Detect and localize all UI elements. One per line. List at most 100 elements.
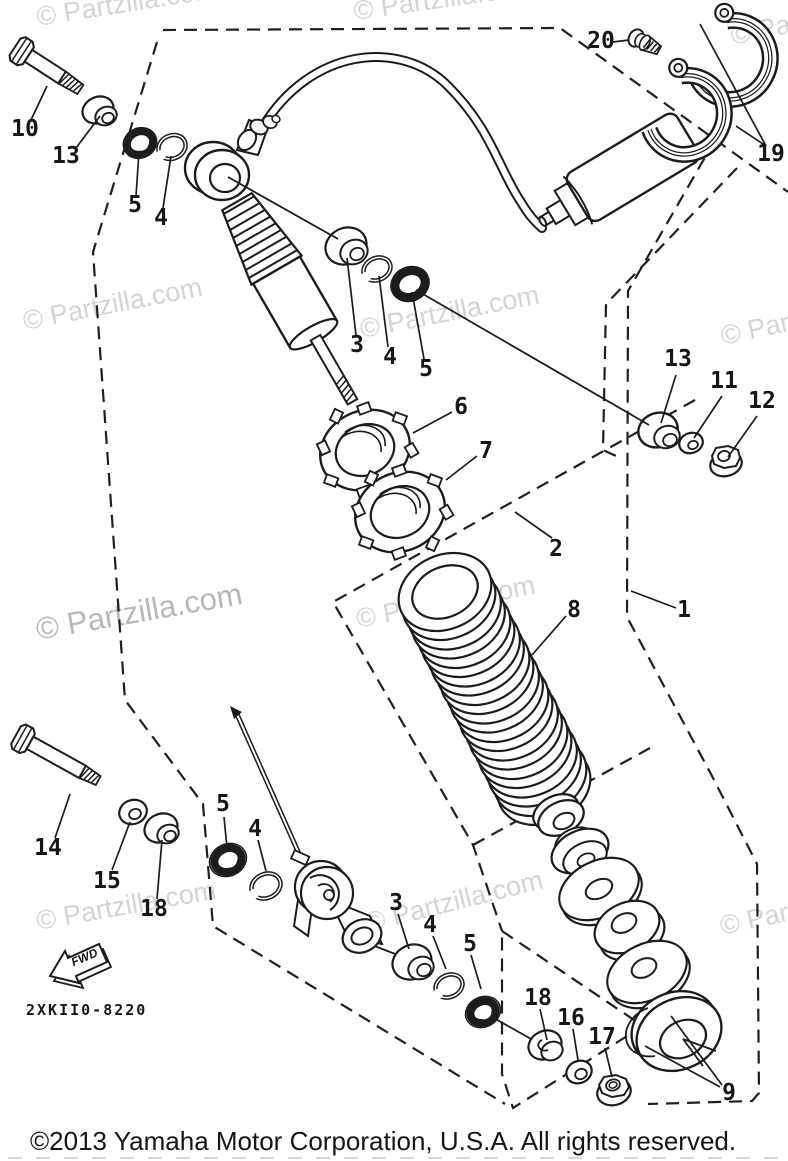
reservoir-hose	[257, 52, 547, 233]
callout-label-8-10: 8	[567, 597, 581, 623]
callout-label-4-5: 4	[383, 344, 397, 370]
shock-absorber	[220, 191, 359, 406]
reservoir-clamp-lower	[641, 57, 733, 163]
callout-label-4-23: 4	[423, 912, 437, 938]
callout-label-7-8: 7	[479, 438, 493, 464]
bearing-5-left	[208, 842, 248, 878]
reservoir	[538, 112, 700, 228]
callout-leader-line	[735, 125, 767, 147]
callout-leader-line	[162, 155, 172, 209]
callout-label-11-13: 11	[710, 368, 738, 394]
callout-leader-line	[660, 374, 677, 424]
callout-leader-line	[531, 615, 567, 656]
callout-leader-line	[257, 839, 267, 872]
washer-15	[118, 798, 148, 826]
callout-label-9-28: 9	[722, 1080, 736, 1106]
watermark-text: © Partzilla.com	[33, 576, 245, 647]
relay-arm	[292, 859, 384, 954]
bushing-3-lower	[391, 943, 435, 981]
callout-leader-line	[135, 151, 140, 197]
callout-leader-line	[727, 415, 758, 458]
coil-spring	[397, 551, 592, 827]
watermark-text: © Partzilla.com	[718, 284, 788, 351]
callout-label-3-22: 3	[389, 890, 403, 916]
watermark-text: © Partzilla.com	[34, 0, 218, 32]
callout-label-5-2: 5	[128, 192, 142, 218]
watermark-text: © Partzilla.com	[717, 874, 788, 941]
callout-label-14-17: 14	[34, 835, 62, 861]
callout-leader-line	[223, 816, 228, 849]
callout-label-4-3: 4	[154, 205, 168, 231]
callout-leader-line	[693, 395, 723, 439]
nut-12	[709, 444, 743, 478]
callout-leader-line	[111, 821, 131, 871]
bolt-10	[8, 36, 85, 96]
callout-leader-line	[411, 291, 425, 360]
spring-adjuster-nut-6	[315, 401, 420, 499]
spring-adjuster-nut-7	[350, 463, 455, 561]
washer-16	[565, 1059, 593, 1085]
callout-leader-line	[346, 257, 357, 336]
watermark-text: © Partzilla.com	[352, 0, 536, 26]
callout-label-13-12: 13	[664, 346, 692, 372]
nut-18-left	[143, 812, 180, 845]
callout-leader-line	[378, 275, 389, 348]
watermark-text: © Partzilla.com	[20, 272, 204, 336]
callout-leader-line	[75, 115, 101, 149]
callout-label-13-1: 13	[52, 143, 80, 169]
callout-leader-line	[445, 455, 478, 481]
washer-11	[678, 431, 704, 455]
banjo-fitting	[235, 114, 281, 157]
callout-leader-line	[30, 85, 48, 121]
bolt-14	[10, 723, 102, 787]
callout-leader-line	[572, 1028, 579, 1061]
callout-label-5-6: 5	[419, 356, 433, 382]
callout-label-4-21: 4	[248, 816, 262, 842]
callout-leader-line	[644, 1045, 721, 1088]
seal-5-topleft	[122, 126, 158, 160]
callout-leader-line	[156, 839, 163, 900]
shock-eye-mount	[183, 140, 251, 202]
circlip-4-topleft	[156, 132, 188, 162]
callout-label-20-15: 20	[587, 28, 615, 54]
collar-13-upper	[81, 95, 118, 127]
lower-mount-stack	[532, 793, 691, 1010]
drawing-number: 2XKII0-8220	[26, 1001, 147, 1019]
callout-label-16-26: 16	[557, 1005, 585, 1031]
circlip-4-upper	[361, 255, 393, 283]
callout-label-17-27: 17	[588, 1024, 616, 1050]
callout-label-5-20: 5	[216, 791, 230, 817]
callout-label-18-25: 18	[524, 985, 552, 1011]
nut-17	[596, 1073, 632, 1107]
callout-leader-line	[539, 1008, 548, 1041]
bearing-5-lower	[464, 995, 502, 1029]
callout-label-2-9: 2	[549, 536, 563, 562]
callout-label-18-19: 18	[140, 896, 168, 922]
circlip-4-left	[249, 871, 283, 901]
callout-label-1-11: 1	[677, 597, 691, 623]
callout-leader-line	[699, 23, 767, 147]
callout-label-15-18: 15	[93, 868, 121, 894]
callout-leader-line	[604, 1047, 613, 1078]
callout-leader-line	[630, 590, 677, 609]
circlip-4-lower	[433, 972, 465, 1000]
callout-leader-line	[54, 793, 71, 839]
callout-leader-line	[612, 39, 630, 43]
group-boundary-dashed-lines	[91, 26, 788, 1110]
seal-5-upper	[390, 265, 430, 303]
callout-label-12-14: 12	[748, 388, 776, 414]
callout-leader-line	[470, 954, 482, 990]
callout-leader-line	[514, 511, 553, 539]
push-rod	[230, 706, 311, 867]
fwd-arrow: FWD	[48, 942, 113, 990]
callout-label-10-0: 10	[11, 116, 39, 142]
watermark-text: © Partzilla.com	[357, 280, 541, 344]
copyright-text: ©2013 Yamaha Motor Corporation, U.S.A. A…	[30, 1126, 736, 1156]
callout-label-3-4: 3	[350, 332, 364, 358]
watermark-text: © Partzilla.com	[34, 875, 218, 936]
callout-leader-line	[670, 1015, 723, 1086]
collar-18-box	[527, 1029, 564, 1062]
